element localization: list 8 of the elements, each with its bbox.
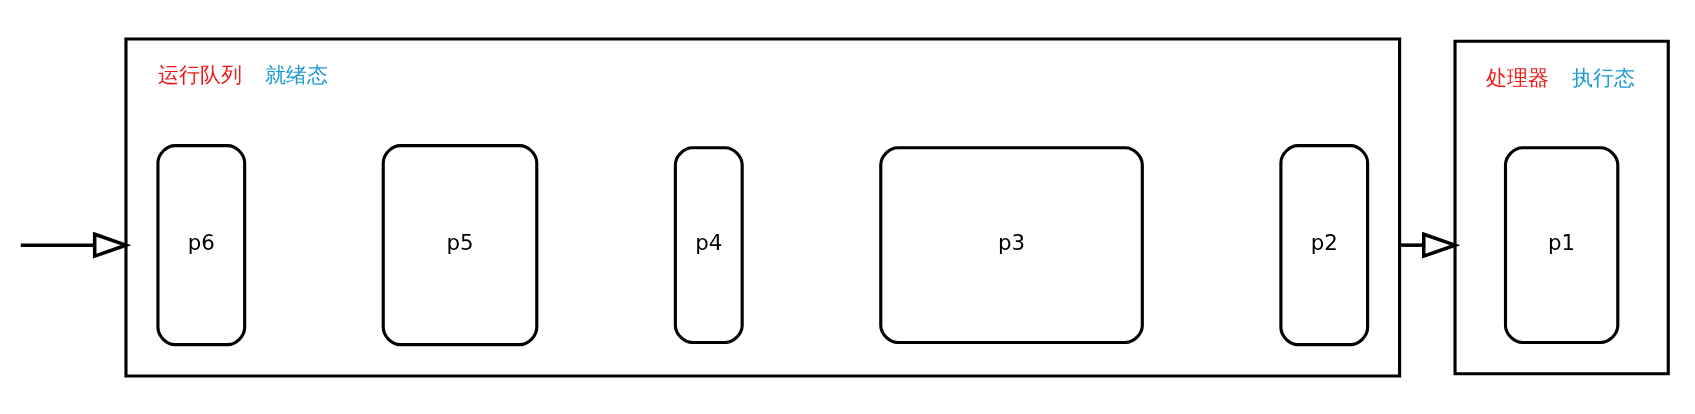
node-box: p3	[879, 145, 1144, 344]
node-box: p6	[156, 143, 247, 346]
node-box: p1	[1503, 145, 1620, 344]
arrow	[20, 231, 132, 259]
node-box: p4	[673, 145, 744, 344]
node-box: p5	[381, 143, 539, 346]
arrow	[1399, 231, 1461, 259]
node-box: p2	[1279, 143, 1370, 346]
